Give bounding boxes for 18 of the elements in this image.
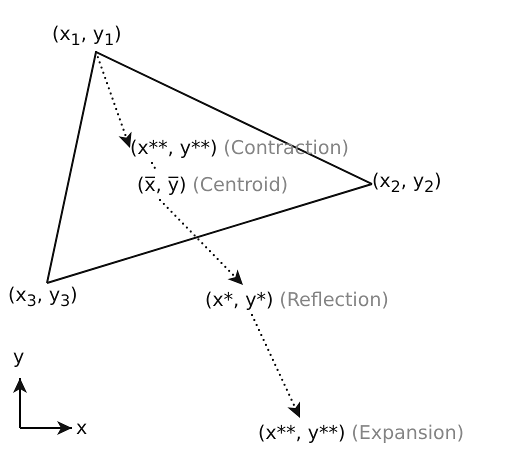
point-label: (x**, y**): [258, 421, 346, 446]
dotted-arrow: [250, 314, 302, 420]
step-caption: (Reflection): [279, 288, 389, 313]
point-label: (x**, y**): [130, 136, 218, 161]
step-caption: (Expansion): [351, 421, 464, 446]
axis-label: x: [76, 417, 88, 439]
dotted-arrow: [94, 50, 132, 150]
point-label: (x$_{1}$, y$_{1}$): [52, 22, 122, 51]
triangle-side: [46, 183, 372, 284]
point-label: (x̅, y̅): [137, 173, 186, 198]
point-label: (x$_{2}$, y$_{2}$): [372, 169, 442, 198]
step-caption: (Centroid): [192, 173, 288, 198]
point-label: (x*, y*): [205, 288, 274, 313]
axis-label: y: [13, 346, 24, 368]
triangle-side: [96, 51, 372, 185]
dotted-arrow: [158, 198, 244, 286]
triangle-side: [46, 52, 97, 284]
point-label: (x$_{3}$, y$_{3}$): [8, 283, 78, 312]
